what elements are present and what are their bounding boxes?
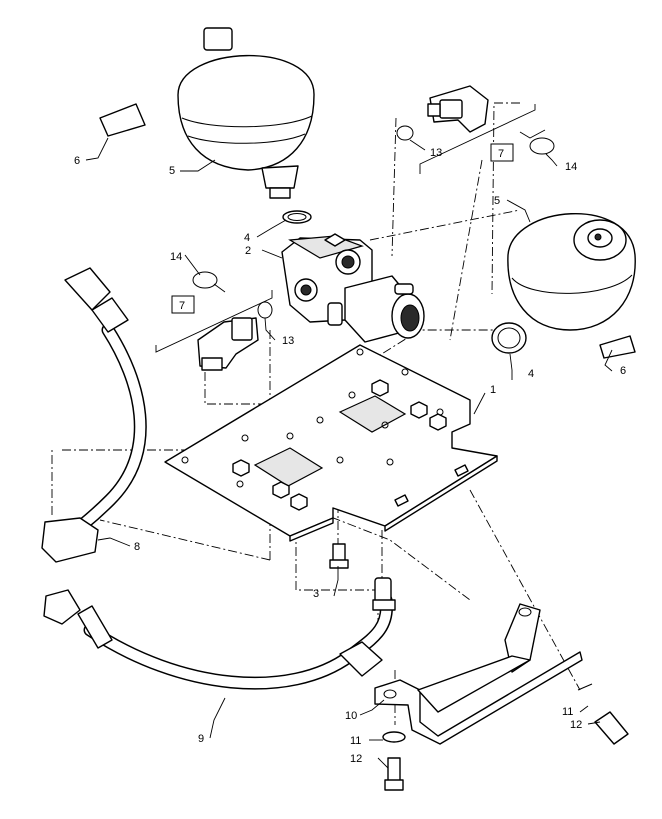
label-6-right: 6	[620, 365, 626, 377]
label-5-upper: 5	[169, 165, 175, 177]
label-6-left: 6	[74, 155, 80, 167]
label-7-upper: 7	[498, 148, 504, 160]
callout-box-7-lower	[171, 295, 195, 314]
label-12-right: 12	[570, 719, 582, 731]
label-4-upper: 4	[244, 232, 250, 244]
valve-block	[281, 233, 425, 343]
leader-lines	[85, 129, 613, 769]
mounting-bracket	[374, 603, 583, 745]
warning-tags	[99, 103, 636, 359]
label-3: 3	[313, 588, 319, 600]
label-11-lower: 11	[350, 735, 361, 747]
label-10: 10	[345, 710, 357, 722]
callout-brackets	[155, 104, 536, 353]
label-13-upper: 13	[430, 147, 442, 159]
label-4-lower: 4	[528, 368, 534, 380]
part-labels: 1 2 3 4 4 5 5 6 6 7 7 8 9 10 11 11 12 12…	[74, 147, 626, 765]
label-1: 1	[490, 384, 496, 396]
label-12-lower: 12	[350, 753, 362, 765]
hose-lower	[43, 577, 396, 690]
label-11-right: 11	[562, 706, 573, 718]
label-14-lower: 14	[170, 251, 182, 263]
label-7-lower: 7	[179, 300, 185, 312]
plate-nuts	[232, 379, 447, 511]
callout-box-7-upper	[490, 143, 514, 162]
elbow-fitting-lower	[197, 317, 259, 371]
mounting-plate	[164, 344, 498, 542]
accumulator-upper	[177, 27, 315, 199]
label-2: 2	[245, 245, 251, 257]
label-13-lower: 13	[282, 335, 294, 347]
fasteners	[329, 543, 629, 791]
accumulator-lower	[507, 213, 636, 331]
hose-left	[41, 267, 147, 563]
label-8: 8	[134, 541, 140, 553]
label-9: 9	[198, 733, 204, 745]
label-14-upper: 14	[565, 161, 577, 173]
elbow-fitting-upper	[427, 85, 489, 133]
label-5-lower: 5	[494, 195, 500, 207]
